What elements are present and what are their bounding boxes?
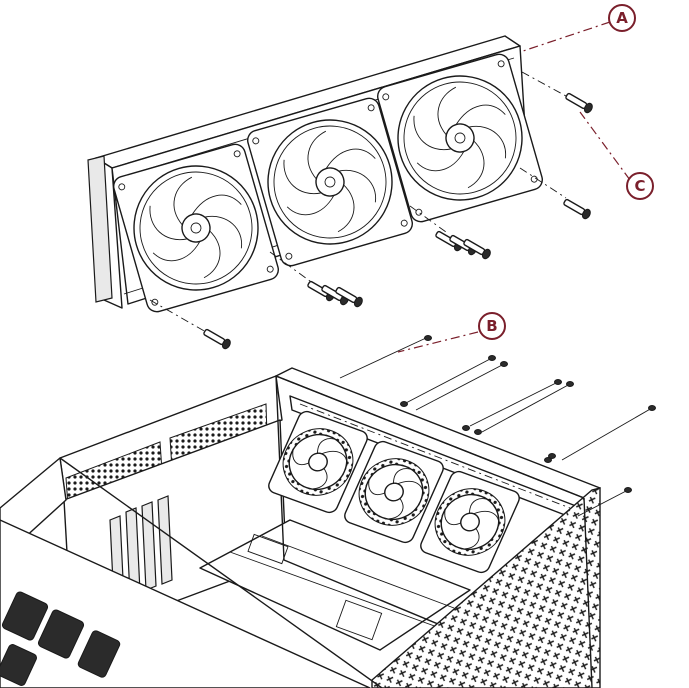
callout-c-label: C (634, 177, 645, 195)
callouts: A B C (397, 4, 654, 353)
radiator-fan-1 (113, 143, 279, 313)
bottom-vents (0, 591, 121, 686)
callout-c: C (626, 172, 654, 200)
pc-case (0, 367, 601, 688)
callout-a: A (608, 4, 636, 32)
case-screws (339, 335, 656, 517)
callout-a-label: A (616, 9, 628, 27)
radiator-fan-2 (247, 97, 413, 267)
callout-b-label: B (486, 317, 497, 335)
callout-b: B (478, 312, 506, 340)
radiator-screws (149, 71, 595, 351)
radiator-fan-3 (377, 53, 543, 223)
radiator-assembly (87, 35, 543, 313)
